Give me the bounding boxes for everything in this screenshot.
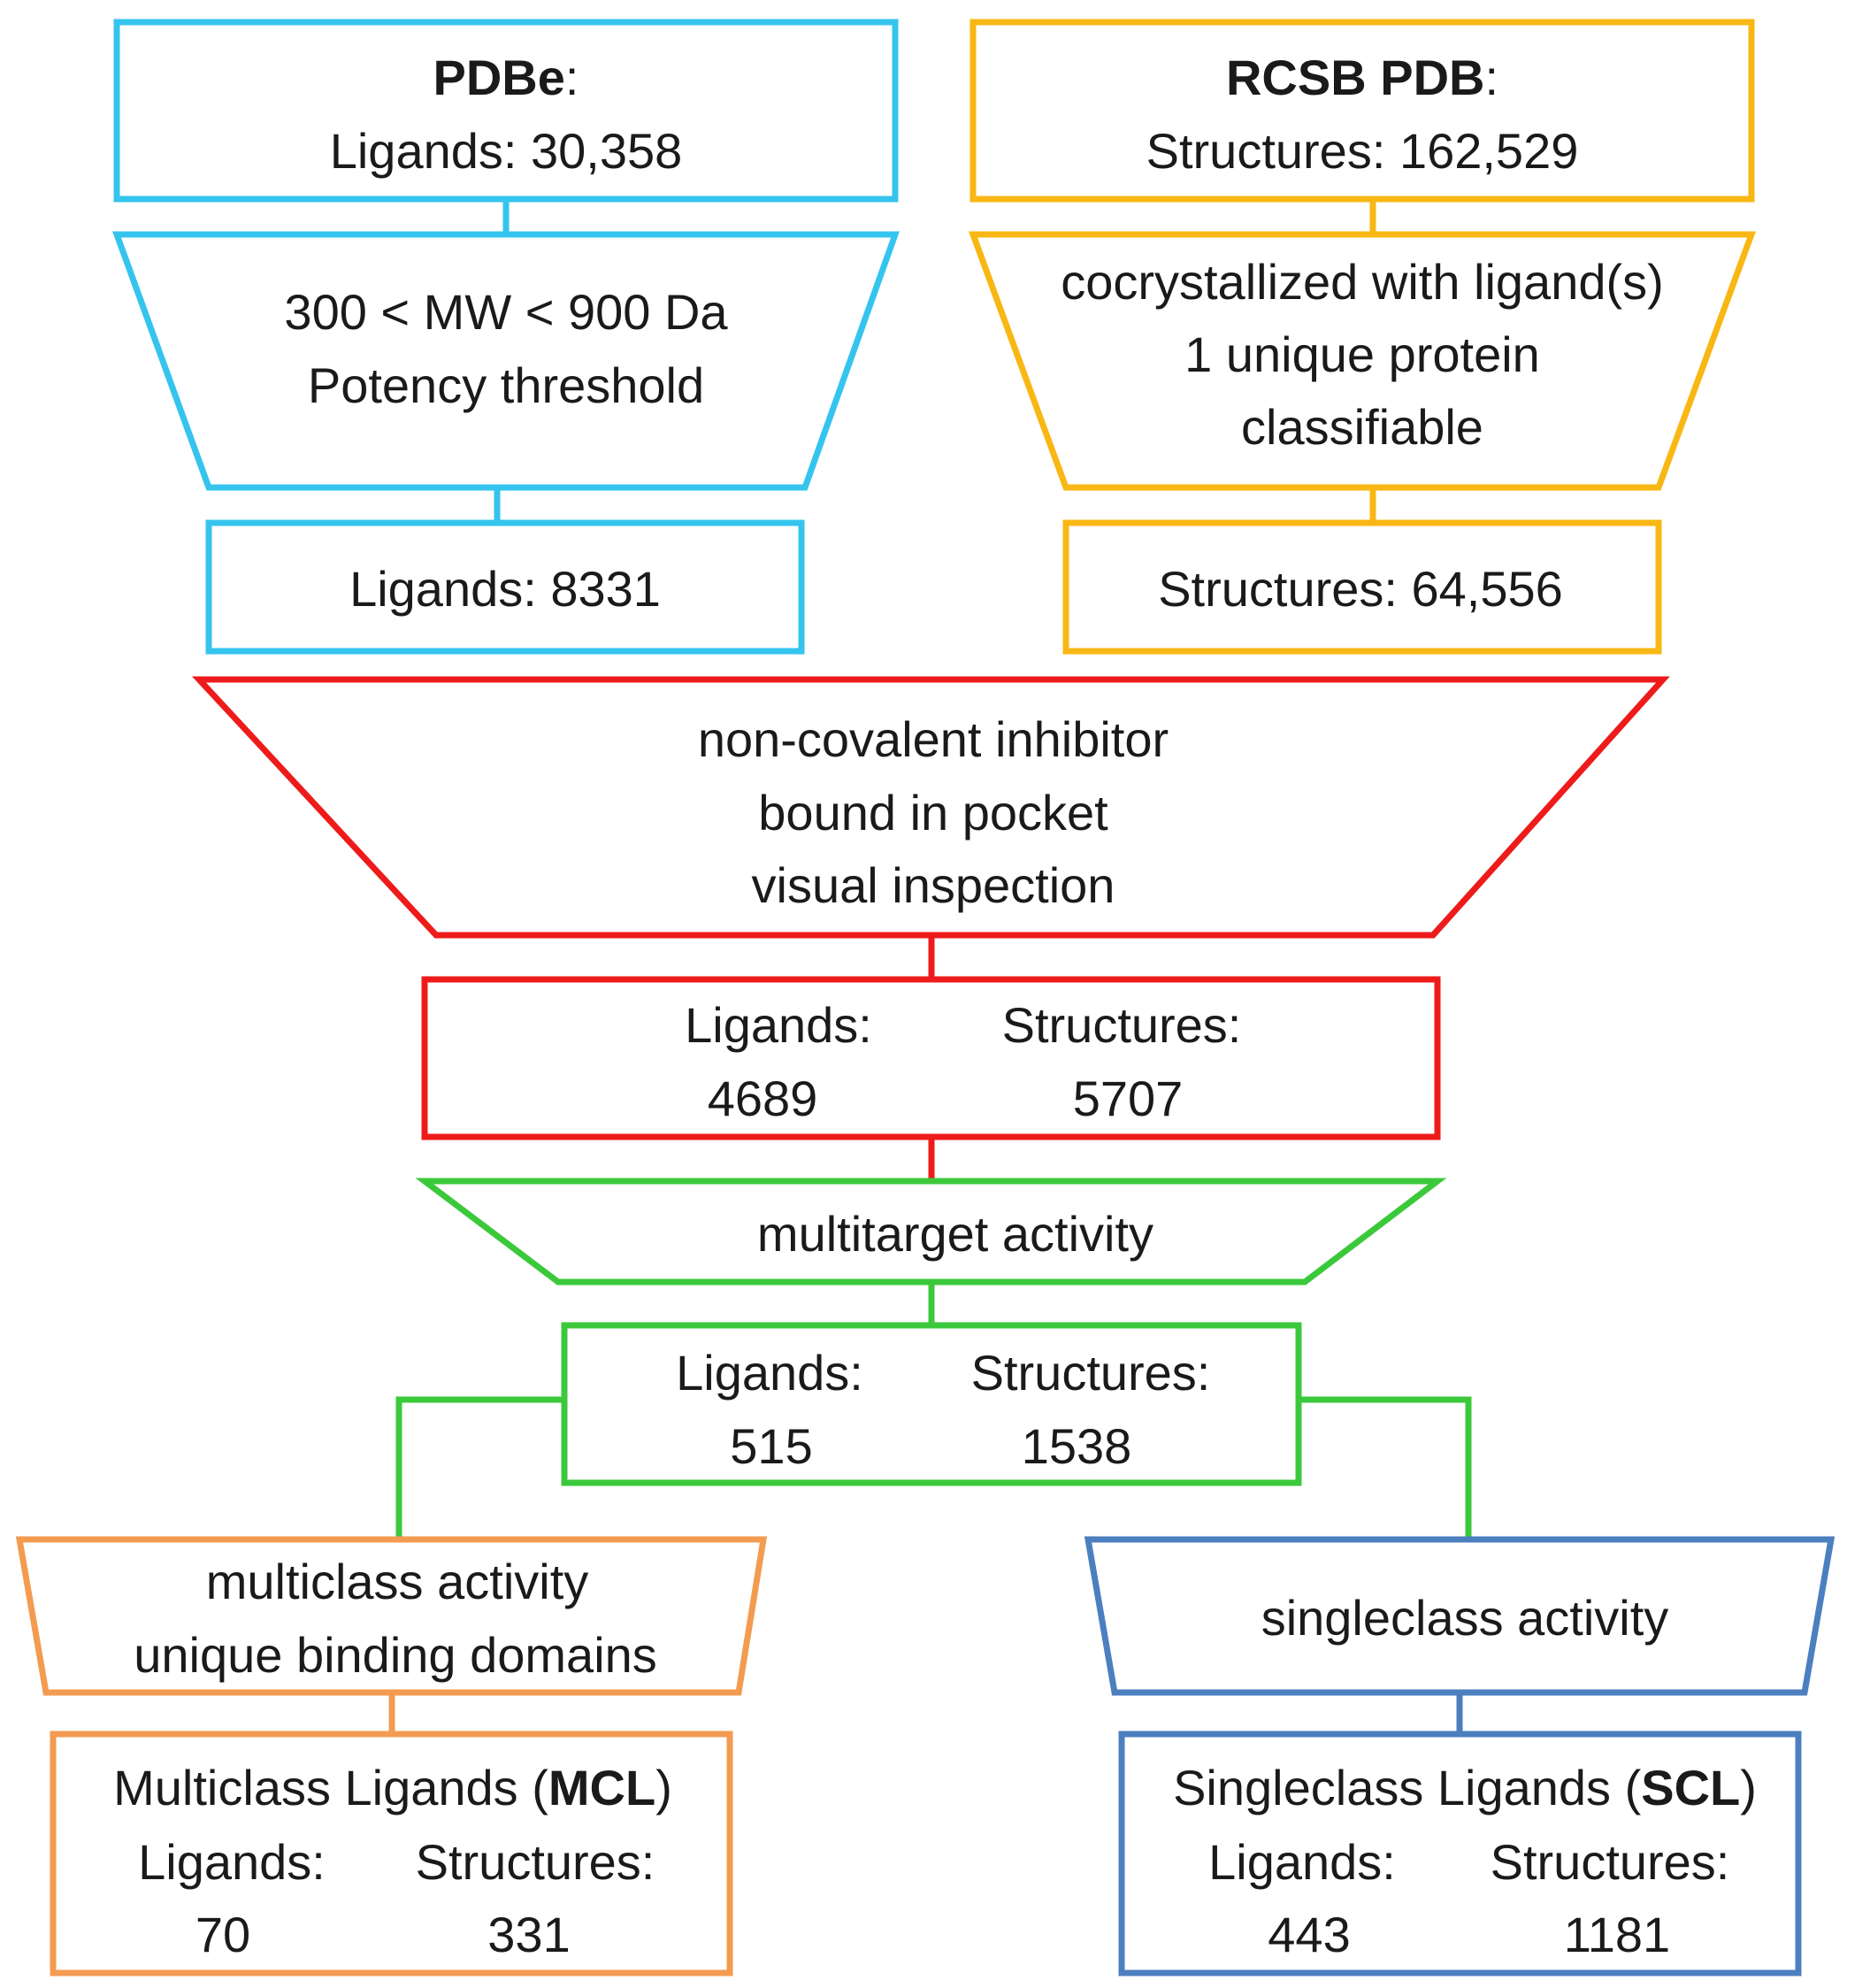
multiclass-filter-trapezoid [15,1536,768,1696]
pdbe-result-count: Ligands: 8331 [349,561,661,617]
singleclass-ligands-label: Ligands: [1208,1834,1396,1890]
singleclass-branch [1084,1536,1836,1976]
pdbe-source-box [113,19,899,203]
multiclass-structures-value: 331 [487,1907,570,1962]
singleclass-structures-value: 1181 [1564,1907,1670,1962]
singleclass-result-box [1118,1731,1802,1976]
merge-stage [191,676,1670,1181]
pdbe-filter-line-2: Potency threshold [308,357,704,413]
singleclass-structures-label: Structures: [1491,1834,1730,1890]
rcsb-filter-line-2: 1 unique protein [1184,326,1540,382]
pdbe-source-count: Ligands: 30,358 [330,123,683,179]
rcsb-source-box [969,19,1755,203]
singleclass-filter-line-1: singleclass activity [1261,1590,1669,1646]
merge-filter-line-2: bound in pocket [758,785,1108,840]
rcsb-filter-trapezoid [968,231,1757,491]
rcsb-result-count: Structures: 64,556 [1158,561,1563,617]
multitarget-result-box [561,1322,1302,1486]
merge-ligands-value: 4689 [708,1071,818,1126]
multitarget-stage [395,1178,1472,1539]
multiclass-branch [15,1536,768,1976]
multitarget-structures-label: Structures: [971,1345,1211,1401]
merge-result-box [421,976,1441,1140]
multiclass-filter-line-1: multiclass activity [206,1554,589,1609]
multiclass-structures-label: Structures: [416,1834,655,1890]
pdbe-result-box [205,519,805,655]
singleclass-ligands-value: 443 [1268,1907,1350,1962]
multiclass-filter-line-2: unique binding domains [134,1627,657,1683]
merge-filter-line-3: visual inspection [752,857,1115,913]
rcsb-source-title: RCSB PDB: [1226,50,1498,105]
singleclass-filter-trapezoid [1084,1536,1836,1696]
multitarget-filter-line-1: multitarget activity [757,1206,1153,1262]
rcsb-result-box [1062,519,1662,655]
multiclass-result-box [50,1731,733,1976]
pdbe-filter-line-1: 300 < MW < 900 Da [284,284,728,340]
merge-structures-value: 5707 [1073,1071,1184,1126]
multitarget-branch-right [1299,1396,1472,1539]
multitarget-ligands-value: 515 [730,1418,812,1474]
merge-structures-label: Structures: [1002,997,1242,1053]
rcsb-filter-line-1: cocrystallized with ligand(s) [1061,254,1664,310]
rcsb-branch [968,19,1757,655]
multitarget-ligands-label: Ligands: [676,1345,863,1401]
merge-filter-line-1: non-covalent inhibitor [698,711,1169,767]
rcsb-source-count: Structures: 162,529 [1146,123,1579,179]
multitarget-structures-value: 1538 [1022,1418,1132,1474]
pdbe-filter-trapezoid [112,231,900,491]
multitarget-branch-left [395,1396,564,1539]
pdbe-source-title: PDBe: [433,50,579,105]
rcsb-filter-line-3: classifiable [1241,399,1483,455]
multitarget-filter-trapezoid [415,1178,1447,1286]
merge-ligands-label: Ligands: [685,997,872,1053]
pdbe-branch [112,19,900,655]
multiclass-ligands-value: 70 [195,1907,250,1962]
multiclass-ligands-label: Ligands: [138,1834,326,1890]
merge-filter-trapezoid [191,676,1670,939]
multiclass-title: Multiclass Ligands (MCL) [113,1760,672,1815]
singleclass-title: Singleclass Ligands (SCL) [1173,1760,1757,1815]
